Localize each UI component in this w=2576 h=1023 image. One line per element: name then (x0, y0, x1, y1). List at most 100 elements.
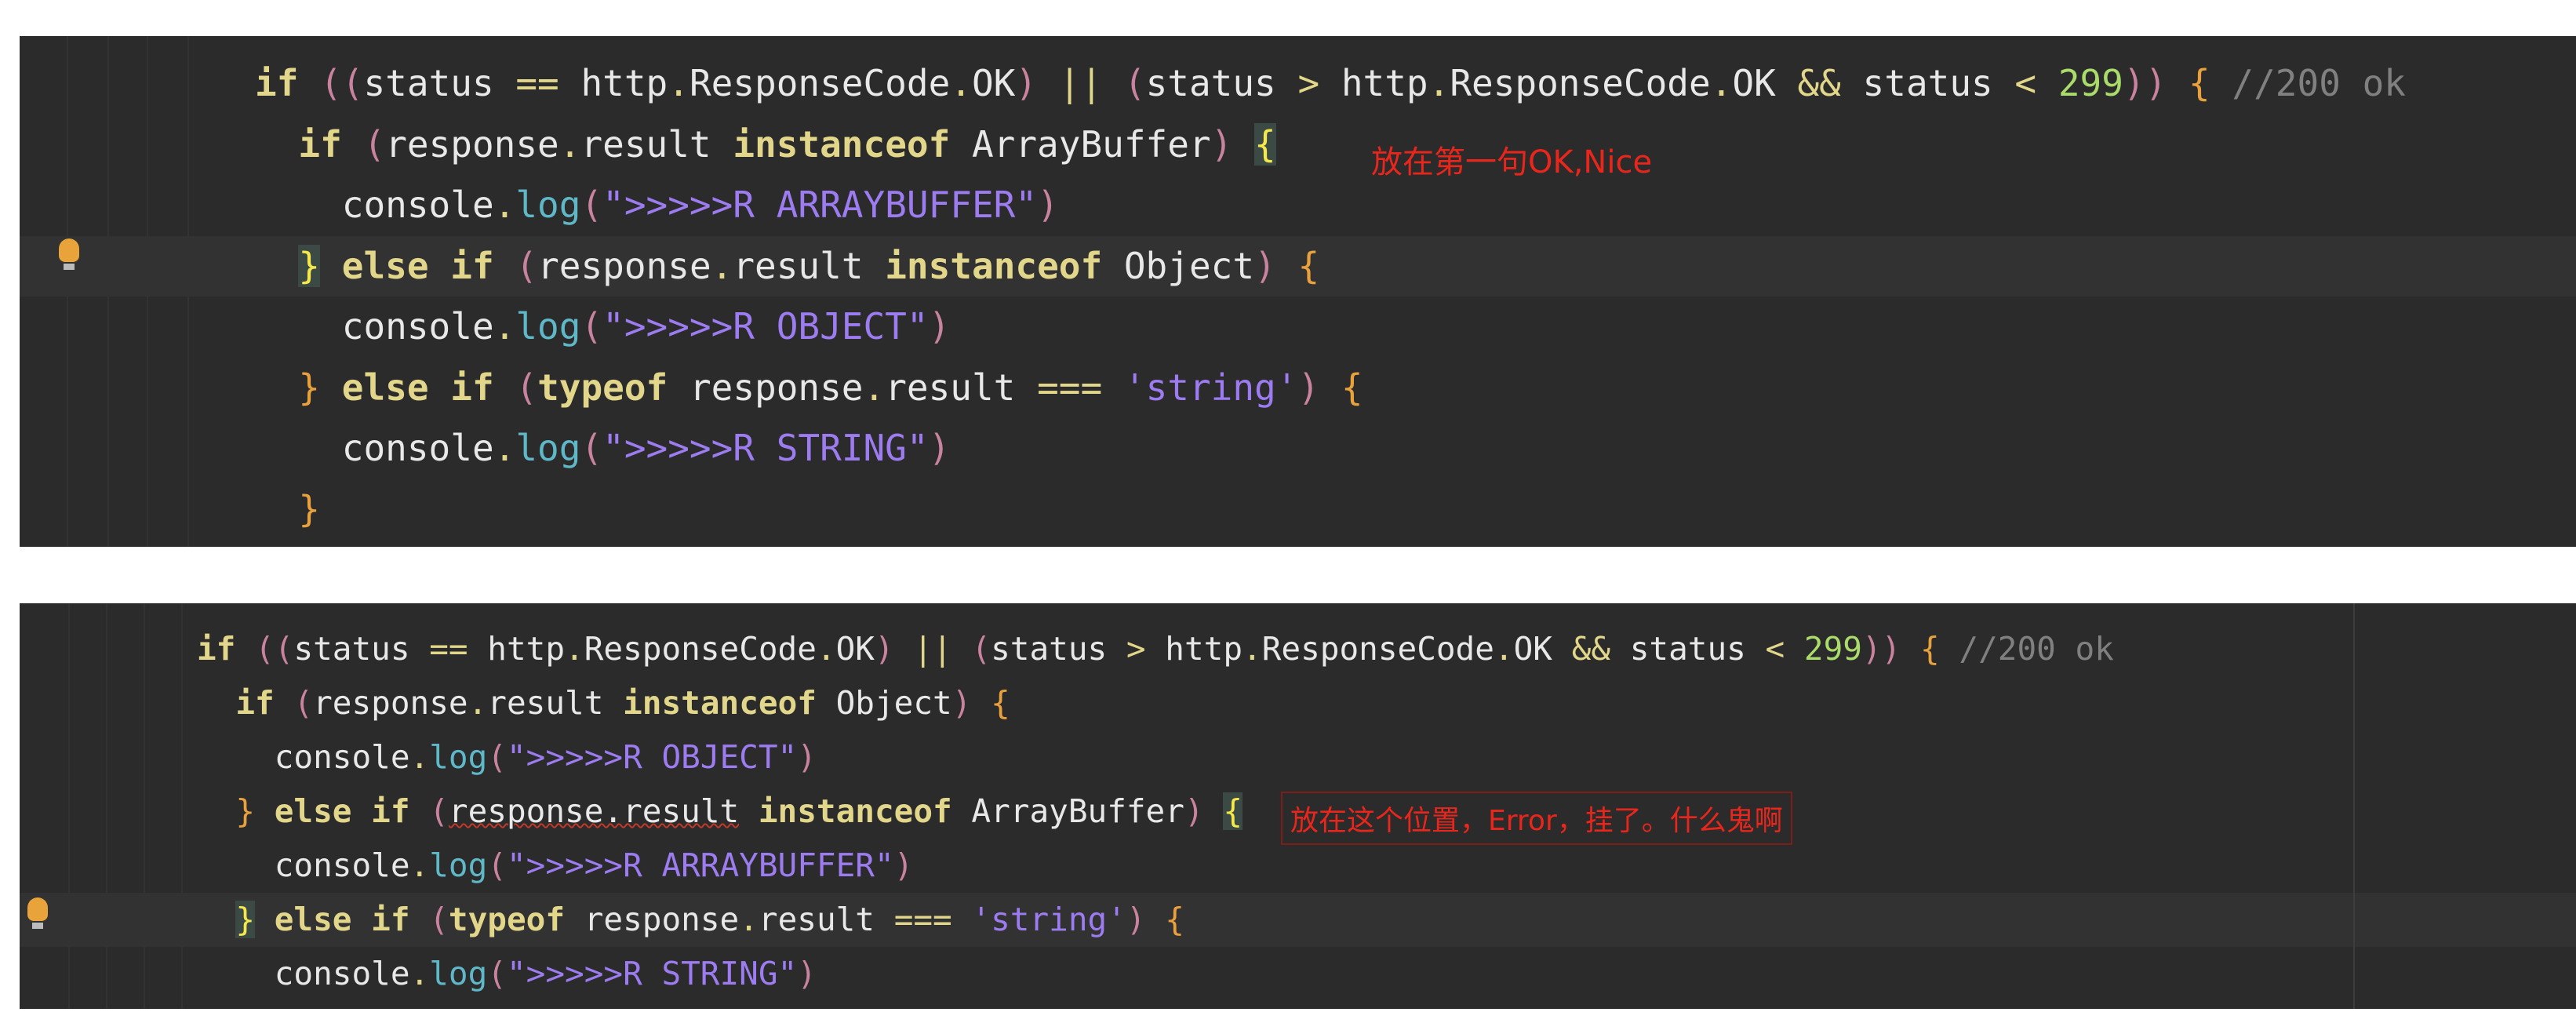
code-token: ) (1015, 62, 1038, 104)
code-token: console (197, 955, 410, 992)
code-token: || (893, 630, 972, 668)
code-token: ) (797, 738, 817, 776)
code-token: . (468, 684, 488, 722)
code-line[interactable]: if ((status == http.ResponseCode.OK) || … (20, 53, 2576, 115)
annotation-note: 放在第一句OK,Nice (1371, 144, 1653, 180)
code-token: . (739, 901, 759, 938)
code-token: response (668, 366, 864, 409)
code-token: ) (1297, 366, 1320, 409)
error-token: response.result (448, 792, 740, 830)
code-token: //200 ok (1959, 630, 2114, 668)
code-token: ( (580, 305, 603, 348)
code-token (1204, 792, 1224, 830)
code-token: ) (1184, 792, 1204, 830)
code-token: ( (487, 846, 507, 884)
code-token (1232, 123, 1254, 166)
code-token: ( (515, 366, 538, 409)
code-line[interactable]: } else if (response.result instanceof Ar… (20, 785, 2576, 839)
code-token: { (1254, 122, 1276, 166)
code-token: ( (363, 122, 386, 166)
code-token: log (429, 846, 488, 884)
code-token: && (1571, 630, 1611, 668)
code-token (1940, 630, 1959, 668)
code-token: { (1223, 792, 1243, 830)
code-token: )) (1861, 630, 1901, 668)
code-token: OK (1732, 62, 1798, 104)
code-token: . (1710, 62, 1733, 104)
code-token (1901, 630, 1920, 668)
code-token: { (1297, 244, 1320, 287)
code-token: (( (255, 630, 294, 668)
code-token: || (1037, 62, 1124, 104)
code-token: ArrayBuffer (951, 792, 1184, 830)
code-token: ) (893, 846, 914, 884)
code-token: (( (320, 62, 364, 104)
code-token: ( (429, 901, 449, 938)
code-token: else if (274, 901, 410, 938)
code-token (342, 123, 364, 166)
code-token: OK (971, 62, 1016, 104)
code-token: ">>>>>R STRING" (506, 955, 798, 992)
code-token: else if (341, 244, 494, 287)
code-token: === (893, 901, 952, 938)
code-token: 299 (1803, 630, 1862, 668)
code-token: ) (797, 955, 817, 992)
code-token: instanceof (733, 122, 951, 166)
code-line[interactable]: if ((status == http.ResponseCode.OK) || … (20, 622, 2576, 676)
code-token: . (409, 846, 430, 884)
code-editor-top: if ((status == http.ResponseCode.OK) || … (20, 36, 2576, 547)
code-line[interactable]: } else if (response.result instanceof Ob… (20, 235, 2576, 297)
code-token (410, 792, 430, 830)
code-line[interactable]: console.log(">>>>>R ARRAYBUFFER") (20, 839, 2576, 893)
code-token: http (1145, 630, 1243, 668)
code-token: status (363, 62, 516, 104)
code-line[interactable]: } else if (typeof response.result === 's… (20, 358, 2576, 419)
code-line[interactable]: if (response.result instanceof Object) { (20, 676, 2576, 730)
code-token: . (409, 738, 430, 776)
code-token: log (515, 184, 581, 226)
code-area[interactable]: if ((status == http.ResponseCode.OK) || … (20, 53, 2576, 540)
code-token: if (298, 122, 342, 166)
code-token: > (1126, 630, 1146, 668)
code-token: log (515, 427, 581, 469)
code-token (255, 245, 298, 287)
code-token: . (950, 62, 972, 104)
lightbulb-intention-icon[interactable] (59, 238, 79, 273)
code-token: status (1610, 630, 1766, 668)
code-line[interactable]: console.log(">>>>>R OBJECT") (20, 730, 2576, 785)
code-token: { (991, 684, 1010, 722)
code-line[interactable]: console.log(">>>>>R ARRAYBUFFER") (20, 175, 2576, 236)
code-token: status (293, 630, 430, 668)
code-token: . (863, 366, 886, 409)
code-line[interactable]: } else if (typeof response.result === 's… (20, 893, 2576, 947)
code-token: . (493, 305, 516, 348)
code-token: response (313, 684, 468, 722)
code-token: ) (875, 630, 894, 668)
code-line[interactable]: console.log(">>>>>R STRING") (20, 947, 2576, 1001)
code-token (197, 792, 235, 830)
code-line[interactable]: console.log(">>>>>R STRING") (20, 418, 2576, 479)
code-token: ">>>>>R OBJECT" (602, 305, 929, 348)
code-token: ResponseCode (584, 630, 817, 668)
code-token: ( (293, 684, 314, 722)
code-token: } (235, 901, 256, 938)
code-token: instanceof (623, 684, 817, 722)
code-token: status (991, 630, 1126, 668)
code-token: ) (951, 684, 972, 722)
code-token: ResponseCode (689, 62, 951, 104)
code-line[interactable]: console.log(">>>>>R OBJECT") (20, 297, 2576, 358)
code-token: } (298, 487, 321, 530)
code-token (494, 366, 516, 409)
code-token: http (468, 630, 566, 668)
code-line[interactable]: } (20, 479, 2576, 541)
code-line[interactable]: if (response.result instanceof ArrayBuff… (20, 115, 2576, 176)
code-token: OK (835, 630, 875, 668)
code-token (1785, 630, 1804, 668)
gutter-guide (106, 603, 107, 1009)
code-token: } (235, 792, 256, 830)
code-token: ) (928, 427, 951, 469)
lightbulb-intention-icon[interactable] (27, 897, 48, 932)
code-area[interactable]: if ((status == http.ResponseCode.OK) || … (20, 622, 2576, 1001)
code-token: ( (429, 792, 449, 830)
code-token: == (515, 62, 559, 104)
